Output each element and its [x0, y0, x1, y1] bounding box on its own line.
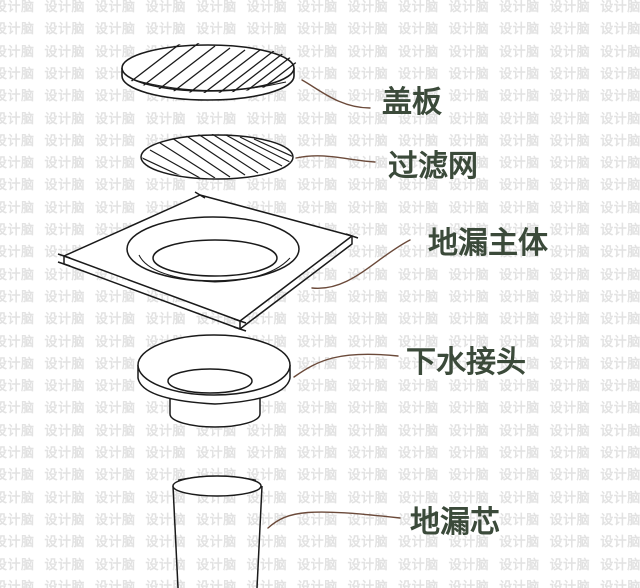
cover-plate-label: 盖板 — [382, 85, 442, 120]
cover-plate-part — [120, 40, 320, 100]
filter-screen-label: 过滤网 — [388, 149, 478, 184]
drain-connector-part — [138, 335, 290, 427]
drain-core-part — [173, 476, 262, 588]
filter-screen-part — [140, 134, 296, 179]
drain-core-leader — [268, 512, 400, 528]
filter-screen-leader — [296, 156, 375, 162]
drain-body-label: 地漏主体 — [428, 226, 549, 261]
drain-body-part — [58, 192, 358, 331]
drain-connector-label: 下水接头 — [406, 345, 526, 380]
cover-plate-leader — [302, 80, 370, 108]
drain-connector-leader — [294, 354, 398, 377]
drain-core-label: 地漏芯 — [410, 505, 500, 540]
